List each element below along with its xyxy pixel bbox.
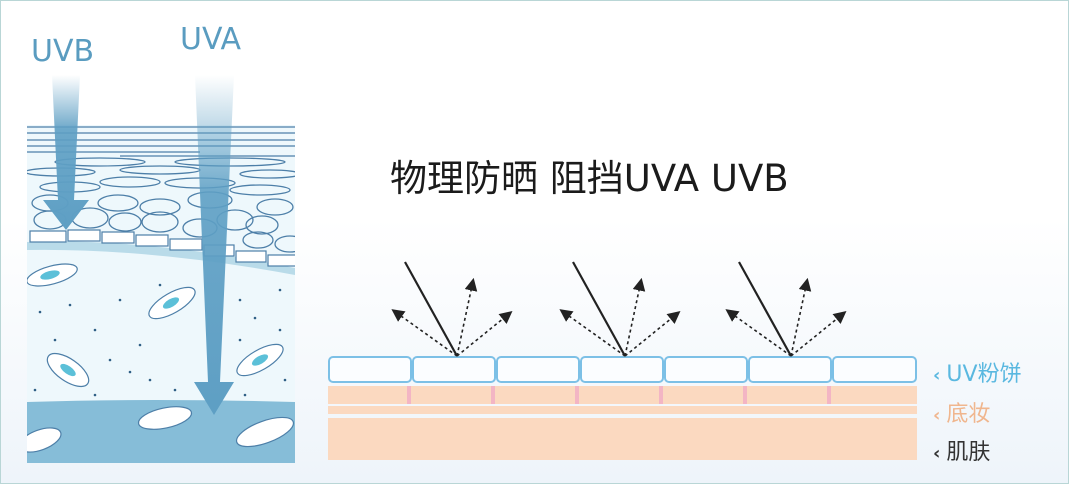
- dots: [33, 283, 287, 397]
- fat-cells: [27, 406, 295, 453]
- foundation-layer: [328, 386, 917, 404]
- reflection-group: [559, 261, 681, 357]
- chevron-left-icon: ‹: [933, 443, 941, 464]
- layer-label-foundation: ‹底妆: [933, 402, 991, 427]
- layer-label-uv-powder: ‹UV粉饼: [933, 362, 1022, 387]
- uva-arrow-icon: [194, 75, 234, 415]
- foundation-thin-line: [328, 406, 917, 414]
- layer-label-skin: ‹肌肤: [933, 440, 991, 465]
- uva-label: UVA: [180, 22, 242, 57]
- page-title: 物理防晒 阻挡UVA UVB: [390, 157, 789, 200]
- chevron-left-icon: ‹: [933, 405, 941, 426]
- uvb-label: UVB: [31, 34, 95, 69]
- uvb-arrow-icon: [43, 75, 89, 230]
- reflection-group: [725, 261, 847, 357]
- reflection-arrows: [391, 261, 847, 357]
- hypodermis: [27, 400, 295, 463]
- reflection-group: [391, 261, 513, 357]
- uv-powder-tiles: [328, 356, 917, 383]
- skin-layer: [328, 418, 917, 460]
- chevron-left-icon: ‹: [933, 365, 941, 386]
- foundation-ticks: [407, 386, 831, 404]
